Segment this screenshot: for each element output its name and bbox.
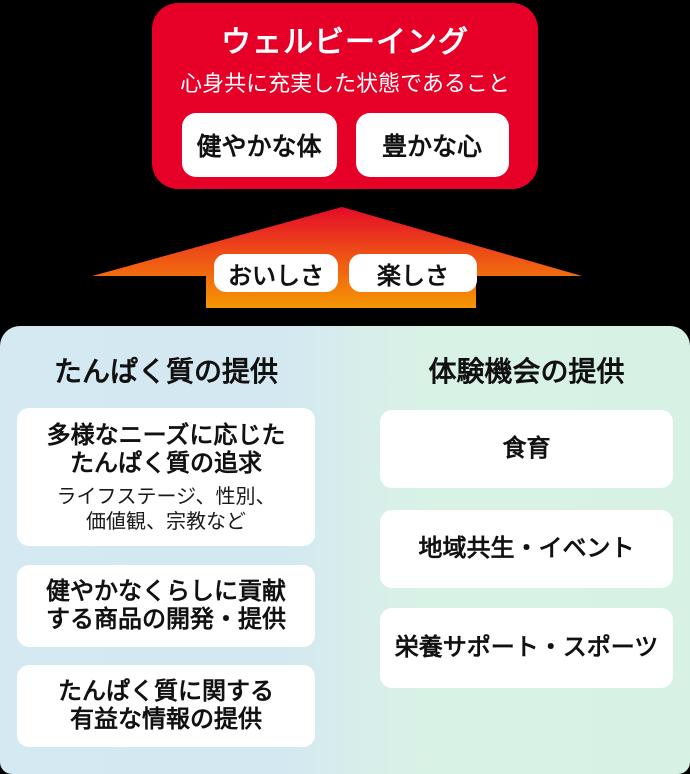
protein-item-information: たんぱく質に関する 有益な情報の提供 xyxy=(17,665,315,747)
wellbeing-card: ウェルビーイング 心身共に充実した状態であること 健やかな体 豊かな心 xyxy=(152,3,538,189)
protein-item-healthy-living: 健やかなくらしに貢献 する商品の開発・提供 xyxy=(17,565,315,647)
protein-item-main-text: 健やかなくらしに貢献 する商品の開発・提供 xyxy=(46,578,286,633)
protein-item-main-text: たんぱく質に関する 有益な情報の提供 xyxy=(58,678,274,733)
healthy-body-badge: 健やかな体 xyxy=(181,113,337,177)
protein-item-diverse-needs: 多様なニーズに応じた たんぱく質の追求 ライフステージ、性別、 価値観、宗教など xyxy=(17,408,315,546)
experience-item-text: 地域共生・イベント xyxy=(418,535,635,562)
up-arrow-icon xyxy=(92,207,582,308)
taste-badge: おいしさ xyxy=(214,254,338,292)
experience-item-food-education: 食育 xyxy=(380,410,673,488)
experience-item-text: 食育 xyxy=(502,435,551,462)
wellbeing-subtitle: 心身共に充実した状態であること xyxy=(180,71,510,96)
experience-item-nutrition-sports: 栄養サポート・スポーツ xyxy=(380,608,673,688)
rich-mind-badge: 豊かな心 xyxy=(355,113,509,177)
wellbeing-title: ウェルビーイング xyxy=(221,26,469,59)
protein-column-title: たんぱく質の提供 xyxy=(53,356,278,387)
experience-item-text: 栄養サポート・スポーツ xyxy=(394,634,659,661)
protein-item-sub-text: ライフステージ、性別、 価値観、宗教など xyxy=(56,486,276,533)
foundation-panel: たんぱく質の提供 体験機会の提供 多様なニーズに応じた たんぱく質の追求 ライフ… xyxy=(0,326,690,774)
experience-column-title: 体験機会の提供 xyxy=(428,356,625,387)
fun-badge: 楽しさ xyxy=(349,254,477,292)
wellbeing-badges: 健やかな体 豊かな心 xyxy=(152,113,538,177)
experience-item-community-events: 地域共生・イベント xyxy=(380,510,673,588)
protein-item-main-text: 多様なニーズに応じた たんぱく質の追求 xyxy=(46,422,286,477)
